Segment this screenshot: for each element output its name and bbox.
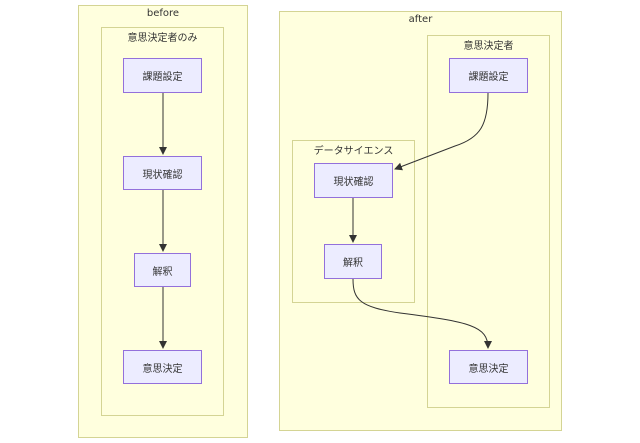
after-node-issue-setting: 課題設定 <box>449 58 528 93</box>
after-node-interpretation: 解釈 <box>324 244 382 279</box>
before-node-interpretation: 解釈 <box>134 253 191 287</box>
before-title: before <box>146 8 180 19</box>
before-node-issue-setting: 課題設定 <box>123 58 202 93</box>
data-science-title: データサイエンス <box>313 146 394 157</box>
after-title: after <box>408 14 433 25</box>
before-node-decision: 意思決定 <box>123 350 202 384</box>
decision-maker-only-title: 意思決定者のみ <box>127 33 198 44</box>
before-node-status-check: 現状確認 <box>123 156 202 190</box>
after-node-decision: 意思決定 <box>449 350 528 384</box>
decision-maker-title: 意思決定者 <box>463 41 514 52</box>
after-node-status-check: 現状確認 <box>314 163 393 198</box>
